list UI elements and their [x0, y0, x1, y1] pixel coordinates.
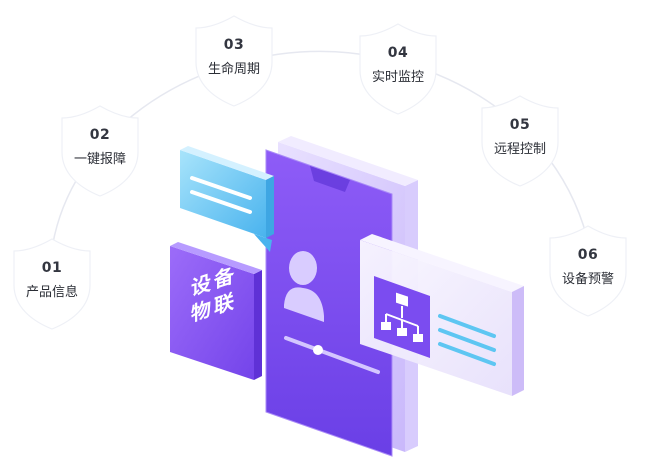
feature-badge-01: 01 产品信息 [6, 233, 98, 333]
user-avatar-icon [284, 251, 324, 322]
feature-label: 生命周期 [207, 62, 260, 77]
feature-label: 远程控制 [493, 142, 546, 157]
feature-number: 04 [387, 45, 409, 61]
feature-number: 01 [41, 260, 63, 276]
feature-label: 产品信息 [25, 285, 78, 300]
shield-icon [359, 23, 437, 115]
feature-label: 一键报障 [73, 152, 126, 167]
floating-card [360, 234, 524, 396]
feature-number: 03 [223, 37, 245, 53]
feature-badge-03: 03 生命周期 [188, 10, 280, 110]
feature-badge-05: 05 远程控制 [474, 90, 566, 190]
feature-label: 设备预警 [561, 272, 614, 287]
feature-badge-04: 04 实时监控 [352, 18, 444, 118]
phone-body [265, 149, 393, 457]
feature-number: 02 [89, 127, 111, 143]
shield-icon [195, 15, 273, 107]
shield-icon [61, 105, 139, 197]
chat-bubble-icon [180, 146, 274, 252]
feature-badge-06: 06 设备预警 [542, 220, 634, 320]
shield-icon [13, 238, 91, 330]
shield-icon [481, 95, 559, 187]
feature-number: 05 [509, 117, 531, 133]
feature-number: 06 [577, 247, 599, 263]
feature-badge-02: 02 一键报障 [54, 100, 146, 200]
shield-icon [549, 225, 627, 317]
network-hierarchy-icon [374, 276, 430, 358]
iot-tile [170, 242, 262, 380]
feature-label: 实时监控 [371, 70, 424, 85]
